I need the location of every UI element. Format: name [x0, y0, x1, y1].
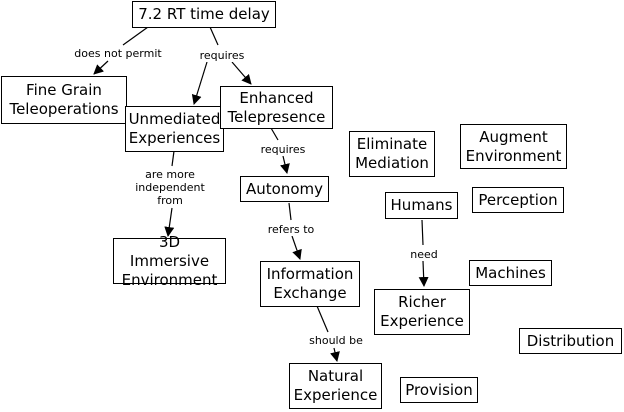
link-label-need: need	[408, 248, 440, 261]
node-humans[interactable]: Humans	[385, 192, 458, 219]
node-eliminate-mediation[interactable]: Eliminate Mediation	[349, 131, 435, 177]
link-label-does-not-permit: does not permit	[72, 47, 164, 60]
edge-unmediated-label-independent	[171, 150, 175, 167]
edge-need-richer	[418, 260, 429, 287]
link-label-are-more-independent-from: are more independent from	[133, 168, 207, 207]
node-machines[interactable]: Machines	[469, 260, 552, 286]
node-enhanced-telepresence[interactable]: Enhanced Telepresence	[220, 86, 333, 129]
edge-rtdelay-label-notpermit	[122, 26, 149, 46]
edge-enhanced-label-requires	[270, 127, 279, 141]
link-label-refers-to: refers to	[265, 223, 317, 236]
node-augment-environment[interactable]: Augment Environment	[460, 124, 567, 169]
edge-refers-infoexchange	[291, 235, 302, 260]
node-richer-experience[interactable]: Richer Experience	[374, 289, 470, 335]
node-3d-immersive-environment[interactable]: 3D Immersive Environment	[113, 233, 226, 289]
link-label-requires-mid: requires	[258, 143, 308, 156]
node-fine-grain-teleoperations[interactable]: Fine Grain Teleoperations	[1, 76, 127, 124]
node-perception[interactable]: Perception	[472, 187, 564, 213]
edge-requires-unmediated	[191, 61, 208, 105]
node-autonomy[interactable]: Autonomy	[240, 176, 329, 202]
node-rt-time-delay[interactable]: 7.2 RT time delay	[132, 1, 276, 28]
edge-requires-enhanced	[231, 61, 252, 85]
edge-independent-immersive	[164, 207, 175, 237]
edge-infoexchange-label-should	[316, 305, 329, 333]
edge-humans-label-need	[421, 219, 424, 246]
link-label-requires-top: requires	[197, 49, 247, 62]
node-distribution[interactable]: Distribution	[519, 328, 622, 354]
edge-notpermit-finegrain	[93, 60, 109, 75]
edge-rtdelay-label-requires	[209, 26, 219, 46]
node-provision[interactable]: Provision	[400, 377, 478, 403]
node-information-exchange[interactable]: Information Exchange	[260, 261, 360, 307]
node-natural-experience[interactable]: Natural Experience	[289, 363, 382, 409]
edge-should-natural	[330, 347, 340, 362]
link-label-should-be: should be	[307, 334, 365, 347]
edge-autonomy-label-refers	[288, 202, 292, 221]
edge-requires-autonomy	[280, 155, 290, 174]
node-unmediated-experiences[interactable]: Unmediated Experiences	[125, 106, 224, 152]
